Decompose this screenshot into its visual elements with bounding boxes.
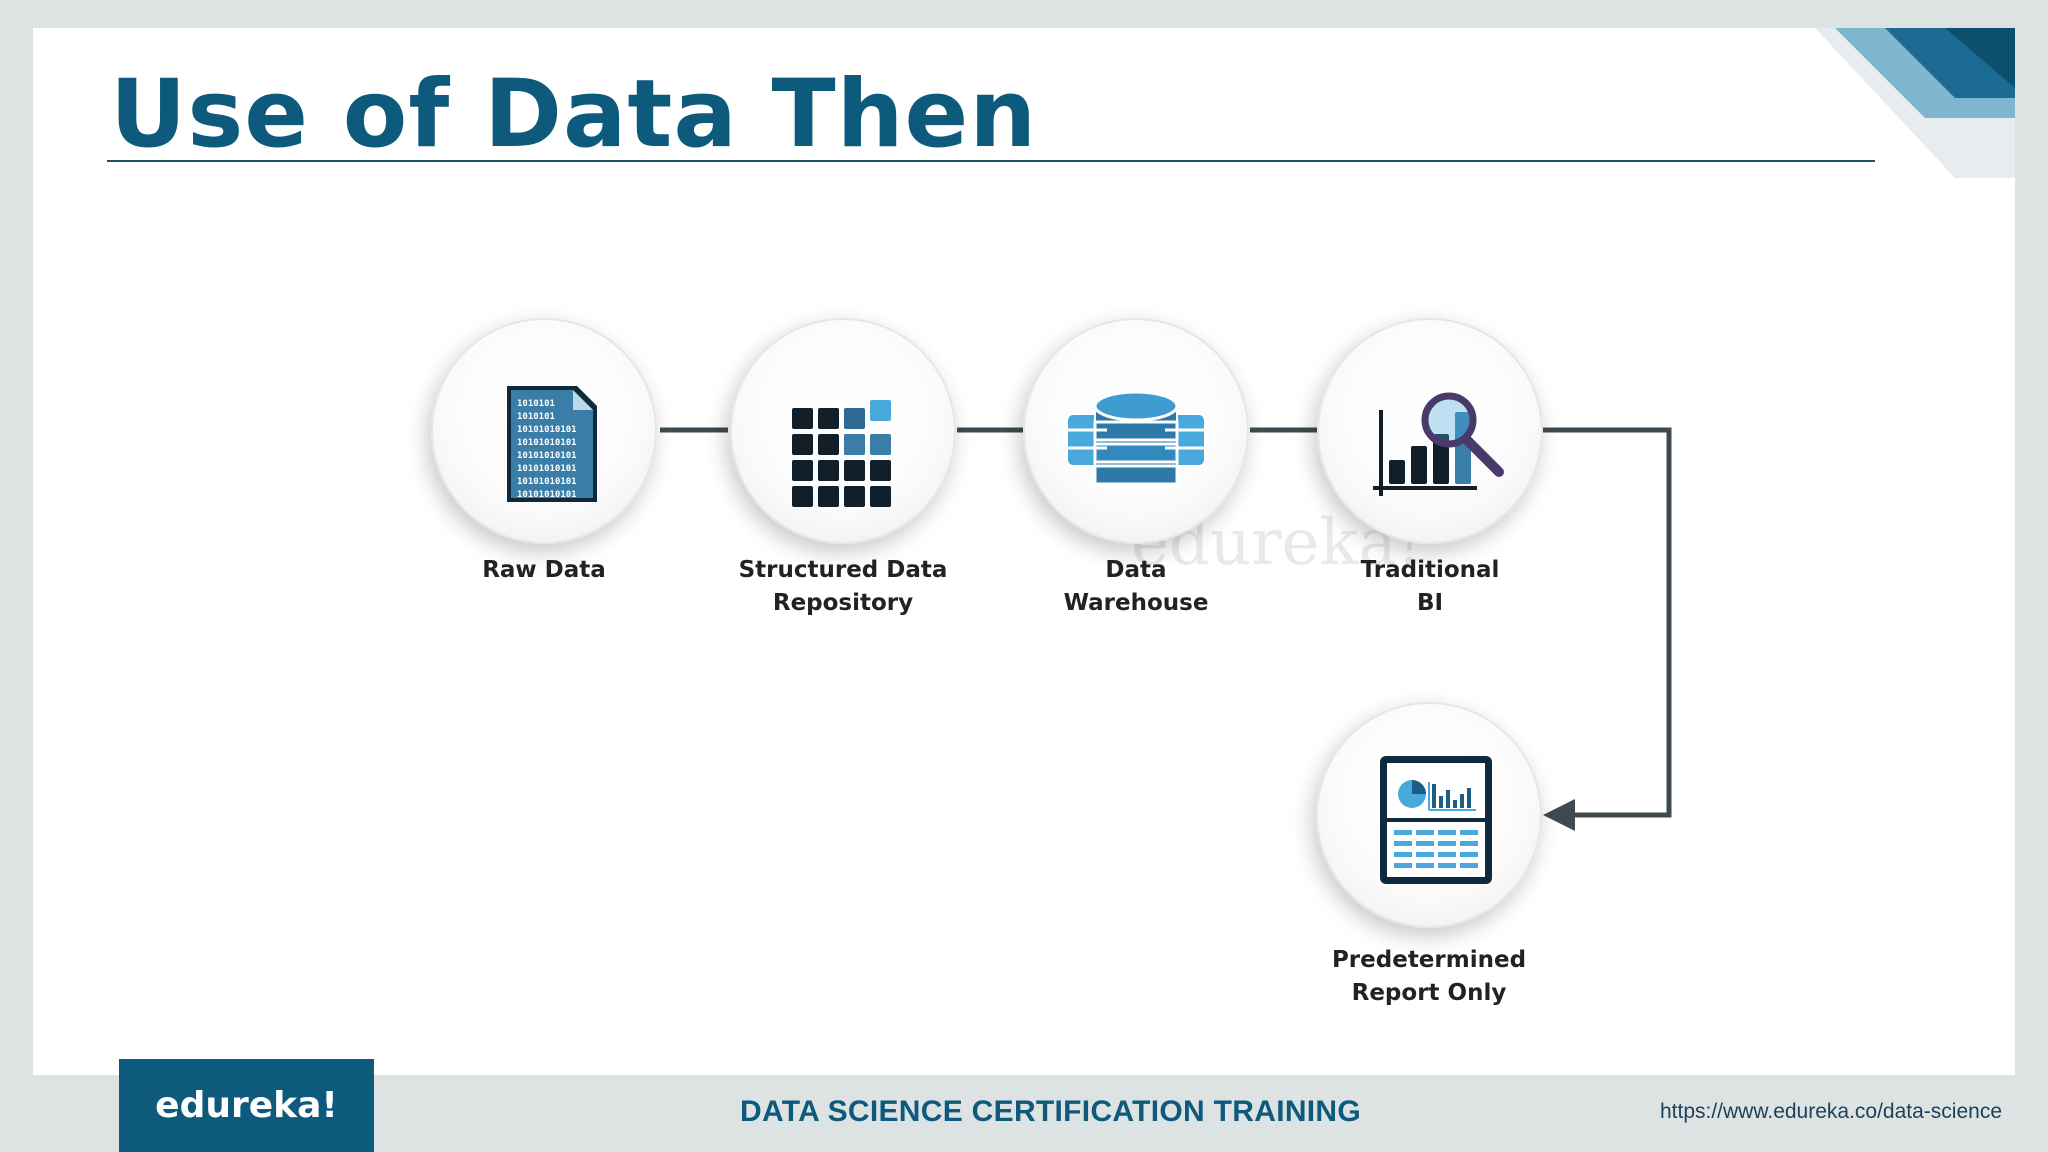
slide: Use of Data Then edureka! 1010101 101010…: [33, 28, 2015, 1075]
node-data-warehouse: [1023, 318, 1249, 544]
node-structured-data-repository: [730, 318, 956, 544]
label-predetermined-report-only: Predetermined Report Only: [1331, 947, 1527, 1006]
svg-text:10101010101: 10101010101: [517, 477, 577, 487]
svg-text:10101010101: 10101010101: [517, 451, 577, 461]
corner-decoration: [1815, 28, 2015, 178]
flow-connectors: [660, 427, 1672, 831]
label-raw-data: Raw Data: [482, 557, 606, 583]
report-dashboard-icon: [1380, 756, 1492, 884]
database-icon: [1066, 390, 1206, 487]
binary-document-icon: 1010101 1010101 10101010101 10101010101 …: [507, 386, 597, 502]
title-underline: [107, 160, 1875, 162]
grid-blocks-icon: [792, 400, 891, 507]
svg-text:1010101: 1010101: [517, 412, 555, 422]
svg-text:1010101: 1010101: [517, 399, 555, 409]
label-data-warehouse: Data Warehouse: [1063, 557, 1209, 616]
bar-chart-magnifier-icon: [1373, 392, 1504, 496]
edureka-logo[interactable]: edureka!: [119, 1059, 374, 1152]
node-traditional-bi: [1317, 318, 1543, 544]
node-predetermined-report-only: [1316, 702, 1542, 928]
node-raw-data: 1010101 1010101 10101010101 10101010101 …: [431, 318, 657, 544]
svg-text:10101010101: 10101010101: [517, 464, 577, 474]
svg-text:10101010101: 10101010101: [517, 425, 577, 435]
label-structured-data-repository: Structured Data Repository: [738, 557, 948, 616]
course-title: DATA SCIENCE CERTIFICATION TRAINING: [740, 1095, 1362, 1128]
svg-text:10101010101: 10101010101: [517, 490, 577, 500]
arrow-head: [1543, 799, 1575, 831]
course-url-link[interactable]: https://www.edureka.co/data-science: [1659, 1100, 2002, 1123]
slide-title: Use of Data Then: [110, 60, 1038, 169]
label-traditional-bi: Traditional BI: [1360, 557, 1500, 616]
svg-text:10101010101: 10101010101: [517, 438, 577, 448]
